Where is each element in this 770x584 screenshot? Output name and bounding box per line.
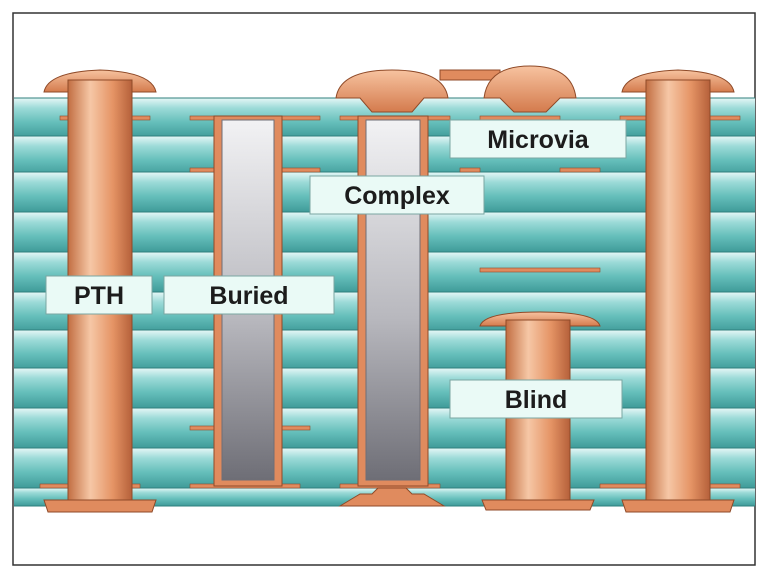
label-buried: Buried (163, 275, 335, 315)
label-microvia: Microvia (449, 119, 627, 159)
copper-pad (459, 167, 481, 173)
copper-pad (479, 115, 561, 121)
pth-via-right (621, 69, 735, 513)
complex-via-fill (365, 119, 421, 481)
label-complex: Complex (309, 175, 485, 215)
label-pth-text: PTH (74, 282, 124, 310)
via-barrel (645, 79, 711, 507)
label-microvia-text: Microvia (487, 126, 590, 154)
copper-pad (559, 167, 601, 173)
complex-top-microvia (335, 69, 449, 113)
label-blind-text: Blind (505, 386, 568, 414)
copper-pad (279, 167, 321, 173)
via-bottom-cap (43, 499, 157, 513)
microvia (439, 65, 577, 113)
label-buried-text: Buried (209, 282, 288, 310)
microvia-cup (483, 65, 577, 113)
label-blind: Blind (449, 379, 623, 419)
microvia-bridge (439, 69, 501, 81)
blind-via-bottom-cap (481, 499, 595, 511)
via-bottom-cap (621, 499, 735, 513)
label-complex-text: Complex (344, 182, 450, 210)
complex-bottom-microvia (338, 487, 446, 507)
copper-pad (279, 425, 311, 431)
label-pth: PTH (45, 275, 153, 315)
copper-pad (479, 267, 601, 273)
